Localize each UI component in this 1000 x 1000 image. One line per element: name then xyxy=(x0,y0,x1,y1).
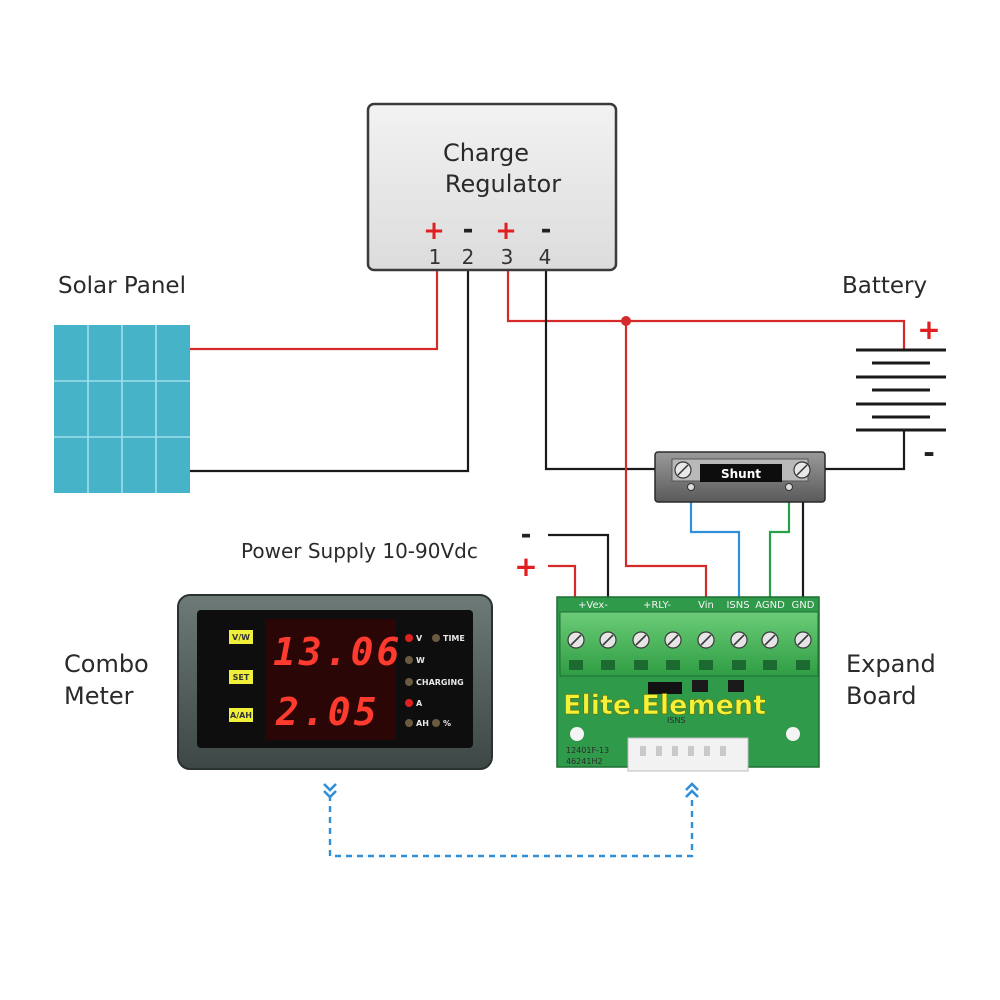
header-gnd: GND xyxy=(792,600,815,611)
solar-panel: Solar Panel xyxy=(54,273,190,493)
terminal-2-polarity: - xyxy=(463,215,474,245)
terminal-1-number: 1 xyxy=(429,245,442,269)
terminal-block xyxy=(559,611,819,677)
wire-isns xyxy=(689,486,741,640)
terminal-3-number: 3 xyxy=(501,245,514,269)
battery-plus: + xyxy=(917,313,940,346)
combo-meter-label-1: Combo xyxy=(64,650,149,678)
wire-battery-negative xyxy=(802,430,906,471)
header-vin: Vin xyxy=(698,600,714,611)
header-rly: +RLY- xyxy=(643,600,671,611)
led-w-label: W xyxy=(416,656,425,665)
led-ah xyxy=(405,719,413,727)
terminal-screws xyxy=(567,631,812,670)
display-current: 2.05 xyxy=(275,690,380,734)
supply-plus: + xyxy=(514,550,537,583)
regulator-title-1: Charge xyxy=(443,139,529,167)
expand-board: Expand Board xyxy=(556,596,936,772)
led-charging-label: CHARGING xyxy=(416,678,464,687)
brand-text: Elite.Element xyxy=(563,690,766,721)
a-ah-button[interactable] xyxy=(229,708,253,722)
wire-load-negative xyxy=(544,270,680,471)
combo-meter-label-2: Meter xyxy=(64,682,134,710)
led-ah-label: AH xyxy=(416,719,429,728)
wire-solar-positive xyxy=(190,270,439,351)
header-agnd: AGND xyxy=(755,600,785,611)
vw-button-label: V/W xyxy=(232,633,250,642)
led-w xyxy=(405,656,413,664)
wire-battery-positive xyxy=(506,270,906,350)
led-time-label: TIME xyxy=(443,634,465,643)
combo-meter: Combo Meter V/W SET A/AH 13.06 2.05 V TI… xyxy=(64,594,493,770)
terminal-3-polarity: + xyxy=(495,216,517,246)
data-cable-link xyxy=(323,782,699,858)
terminal-2-number: 2 xyxy=(462,245,475,269)
shunt-label: Shunt xyxy=(721,467,761,481)
supply-minus: - xyxy=(521,520,532,550)
silk-code: 46241H2 xyxy=(566,757,603,766)
led-v-label: V xyxy=(416,634,423,643)
led-time xyxy=(432,634,440,642)
set-button[interactable] xyxy=(229,670,253,684)
solar-panel-label: Solar Panel xyxy=(58,273,186,299)
up-chevron-icon xyxy=(685,782,699,791)
shunt: Shunt xyxy=(654,451,826,503)
terminal-4-number: 4 xyxy=(539,245,552,269)
terminal-4-polarity: - xyxy=(541,215,552,245)
a-ah-button-label: A/AH xyxy=(230,711,252,720)
battery: Battery + - xyxy=(842,273,946,469)
set-button-label: SET xyxy=(233,673,250,682)
display-voltage: 13.06 xyxy=(273,630,402,674)
led-pct xyxy=(432,719,440,727)
led-charging xyxy=(405,678,413,686)
regulator-title-2: Regulator xyxy=(445,170,561,198)
charge-regulator: Charge Regulator + - + - 1 2 3 4 xyxy=(366,102,618,272)
expand-board-label-1: Expand xyxy=(846,650,936,678)
power-supply-label: Power Supply 10-90Vdc xyxy=(241,539,478,563)
led-pct-label: % xyxy=(443,719,451,728)
silk-isns: ISNS xyxy=(667,716,686,725)
wire-agnd xyxy=(768,486,791,640)
header-vex: +Vex- xyxy=(578,600,608,611)
power-supply: Power Supply 10-90Vdc - + xyxy=(241,520,538,583)
expand-board-label-2: Board xyxy=(846,682,917,710)
led-a-label: A xyxy=(416,699,423,708)
led-v xyxy=(405,634,413,642)
silk-part: 12401F-13 xyxy=(566,746,609,755)
vw-button[interactable] xyxy=(229,630,253,644)
battery-label: Battery xyxy=(842,273,927,299)
down-chevron-icon xyxy=(323,783,337,792)
led-a xyxy=(405,699,413,707)
battery-minus: - xyxy=(923,436,935,469)
junction-dot xyxy=(621,316,631,326)
wire-solar-negative xyxy=(190,270,470,473)
terminal-1-polarity: + xyxy=(423,216,445,246)
header-isns: ISNS xyxy=(726,600,749,611)
